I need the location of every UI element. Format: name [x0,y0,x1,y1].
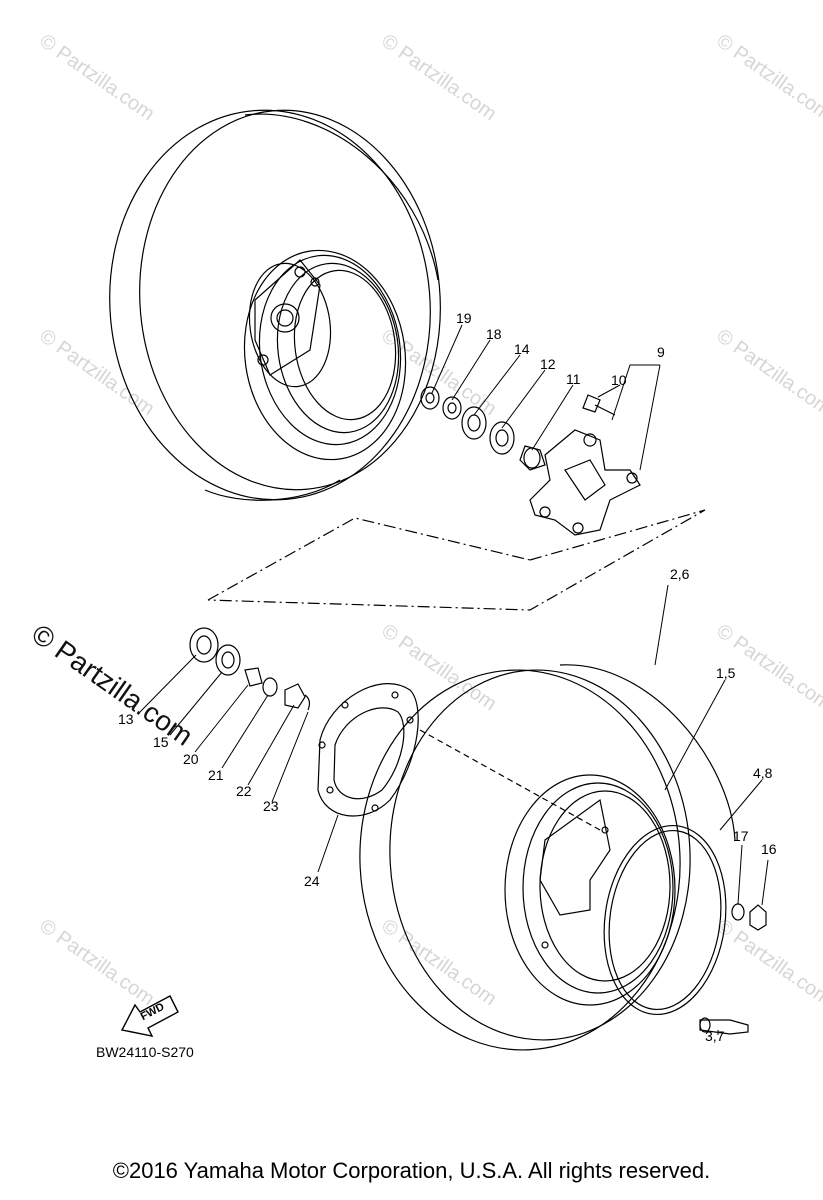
callout-13: 13 [118,711,134,727]
callout-20: 20 [183,751,199,767]
copyright-footer: ©2016 Yamaha Motor Corporation, U.S.A. A… [112,1158,711,1183]
axle-centerline [419,729,601,831]
callout-18: 18 [486,326,502,342]
lower-rim [504,774,676,1006]
callout-12: 12 [540,356,556,372]
callout-15: 15 [153,734,169,750]
callout-9: 9 [657,344,665,360]
callout-16: 16 [761,841,777,857]
callout-11: 11 [566,371,581,387]
valve-stem [699,1017,749,1035]
callout-14: 14 [514,341,530,357]
callout-23: 23 [263,798,279,814]
callout-2-6: 2,6 [670,566,690,582]
hub-bolt [582,394,616,416]
callout-21: 21 [208,767,224,783]
leader-lines [139,324,769,1035]
callout-19: 19 [456,310,472,326]
fwd-arrow [120,995,179,1037]
callout-1-5: 1,5 [716,665,736,681]
callout-10: 10 [611,372,627,388]
lower-bearings [189,627,311,711]
assembly-outline [207,509,706,611]
hub-bearings [420,386,546,471]
lower-tire [359,664,736,1051]
callout-4-8: 4,8 [753,765,773,781]
upper-rim [243,249,407,461]
callout-22: 22 [236,783,252,799]
callout-24: 24 [304,873,320,889]
wheel-hub [529,429,641,536]
drawing-code: BW24110-S270 [96,1044,194,1060]
upper-tire [109,109,441,501]
callout-3-7: 3,7 [705,1028,725,1044]
rim-ring [603,824,727,1016]
lug-nut [731,903,767,931]
brake-disc [317,683,419,817]
callout-17: 17 [733,828,749,844]
